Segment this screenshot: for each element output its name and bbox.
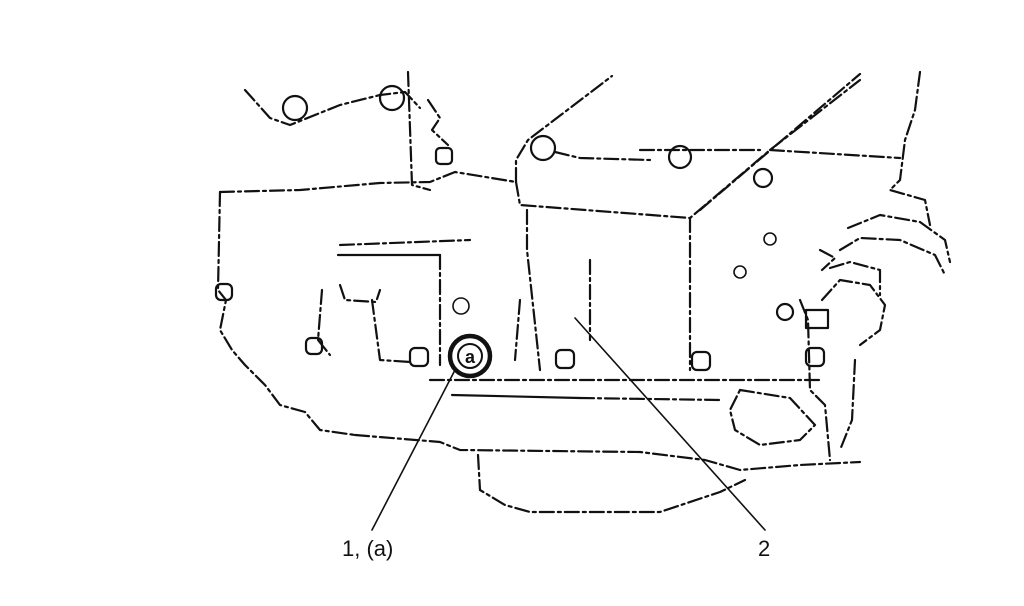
leader-line-1 <box>371 369 456 531</box>
leader-line-2 <box>574 317 766 531</box>
plug-marking: a <box>465 347 476 367</box>
callout-label-1: 1, (a) <box>342 536 393 561</box>
right-housing <box>733 70 952 462</box>
top-bolts <box>529 134 774 189</box>
drain-plug: a <box>447 333 493 379</box>
housing-ribs <box>214 238 826 382</box>
callout-label-2: 2 <box>758 536 770 561</box>
upper-bracket <box>243 70 454 192</box>
oil-pan <box>450 388 817 514</box>
housing-outline <box>216 72 902 472</box>
